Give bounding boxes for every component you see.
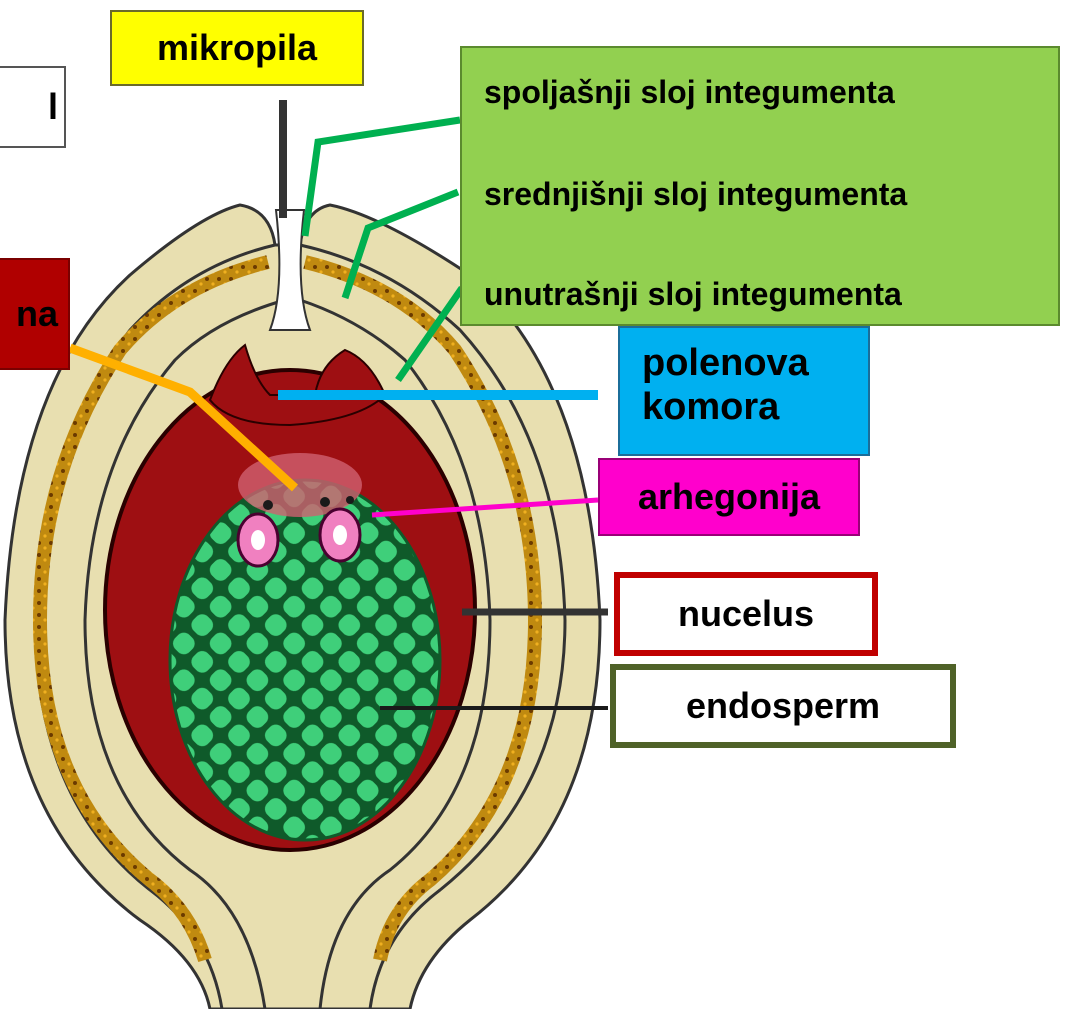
label-integument-inner: unutrašnji sloj integumenta — [484, 276, 902, 313]
label-partial-red-text: na — [16, 293, 58, 334]
label-integument-outer: spoljašnji sloj integumenta — [484, 74, 895, 111]
label-nucellus: nucelus — [614, 572, 878, 656]
label-pollen-chamber: polenova komora — [618, 326, 870, 456]
label-integument-middle: srednjišnji sloj integumenta — [484, 176, 907, 213]
label-archegonia-text: arhegonija — [638, 476, 820, 517]
label-mikropila-text: mikropila — [157, 27, 317, 68]
label-endosperm-text: endosperm — [686, 685, 880, 726]
label-mikropila: mikropila — [110, 10, 364, 86]
label-archegonia: arhegonija — [598, 458, 860, 536]
label-partial-white-text: l — [48, 86, 58, 127]
label-pollen-chamber-line1: polenova — [642, 342, 868, 386]
label-pollen-chamber-line2: komora — [642, 386, 868, 430]
endosperm — [170, 480, 440, 840]
archegonial-chamber — [238, 453, 362, 517]
label-nucellus-text: nucelus — [678, 593, 814, 634]
label-integument-layers: spoljašnji sloj integumenta srednjišnji … — [460, 46, 1060, 326]
label-partial-white: l — [0, 66, 66, 148]
label-partial-red: na — [0, 258, 70, 370]
label-endosperm: endosperm — [610, 664, 956, 748]
